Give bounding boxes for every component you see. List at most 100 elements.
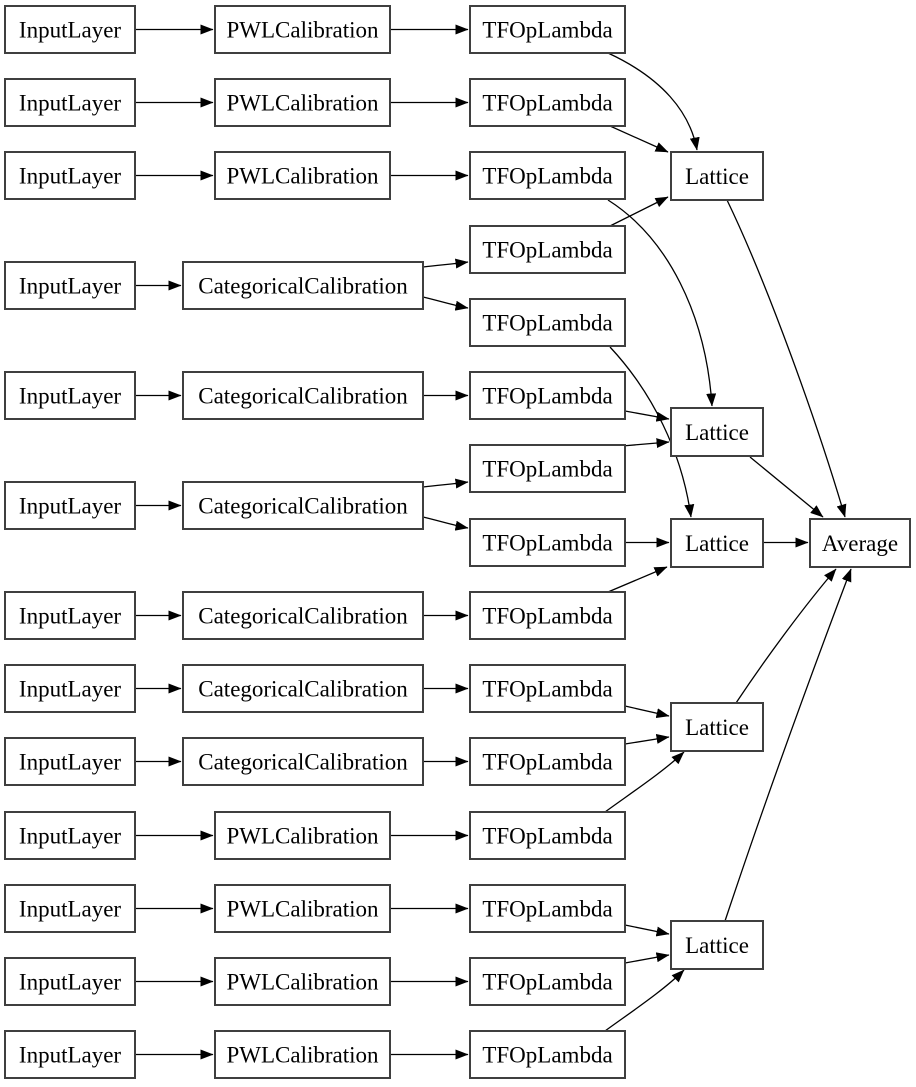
node-cat-5-label: CategoricalCalibration [198,677,408,702]
node-input-10-box [4,811,136,860]
node-tfop-5-box [469,298,626,347]
node-pwl-5: PWLCalibration [214,884,391,933]
node-input-13-box [4,1030,136,1079]
node-tfop-13-label: TFOpLambda [482,897,612,922]
node-tfop-6: TFOpLambda [469,371,626,420]
node-tfop-3-label: TFOpLambda [482,164,612,189]
node-input-2-label: InputLayer [19,91,122,116]
node-tfop-5-label: TFOpLambda [482,311,612,336]
node-tfop-10-label: TFOpLambda [482,677,612,702]
node-input-10: InputLayer [4,811,136,860]
node-average: Average [809,518,911,568]
node-input-6-label: InputLayer [19,494,122,519]
node-input-12-box [4,957,136,1006]
node-pwl-2: PWLCalibration [214,78,391,127]
node-input-4-box [4,261,136,310]
node-cat-2-box [182,371,424,420]
node-tfop-12: TFOpLambda [469,811,626,860]
node-input-2-box [4,78,136,127]
node-tfop-4-box [469,225,626,274]
node-tfop-5: TFOpLambda [469,298,626,347]
node-input-8: InputLayer [4,664,136,713]
node-pwl-5-box [214,884,391,933]
node-tfop-14: TFOpLambda [469,957,626,1006]
node-pwl-2-box [214,78,391,127]
node-tfop-8-box [469,518,626,567]
node-input-10-label: InputLayer [19,824,122,849]
node-input-5: InputLayer [4,371,136,420]
edge-tfop-14-to-lattice-5 [624,952,670,964]
node-tfop-2: TFOpLambda [469,78,626,127]
node-cat-5-box [182,664,424,713]
node-input-11-box [4,884,136,933]
node-pwl-1-label: PWLCalibration [226,18,379,43]
node-cat-4-label: CategoricalCalibration [198,604,408,629]
node-pwl-5-label: PWLCalibration [226,897,379,922]
node-tfop-13-box [469,884,626,933]
node-input-2: InputLayer [4,78,136,127]
node-tfop-1: TFOpLambda [469,5,626,54]
node-lattice-2-box [670,407,764,457]
node-lattice-1: Lattice [670,151,764,201]
node-average-box [809,518,911,568]
edge-lattice-2-to-average [749,456,824,518]
edge-lattice-4-to-average [735,568,837,704]
node-tfop-9-label: TFOpLambda [482,604,612,629]
node-tfop-9-box [469,591,626,640]
node-pwl-2-label: PWLCalibration [226,91,379,116]
node-input-1: InputLayer [4,5,136,54]
node-cat-6-label: CategoricalCalibration [198,750,408,775]
node-cat-2: CategoricalCalibration [182,371,424,420]
node-input-3-label: InputLayer [19,164,122,189]
edge-tfop-15-to-lattice-5 [604,969,685,1032]
node-input-1-box [4,5,136,54]
node-cat-3: CategoricalCalibration [182,481,424,530]
node-lattice-3: Lattice [670,518,764,568]
node-tfop-12-label: TFOpLambda [482,824,612,849]
node-input-12: InputLayer [4,957,136,1006]
node-pwl-4-box [214,811,391,860]
edge-tfop-12-to-lattice-4 [604,751,685,813]
node-input-3-box [4,151,136,200]
node-input-4: InputLayer [4,261,136,310]
node-tfop-1-label: TFOpLambda [482,18,612,43]
node-tfop-1-box [469,5,626,54]
node-cat-4-box [182,591,424,640]
node-input-5-label: InputLayer [19,384,122,409]
node-input-3: InputLayer [4,151,136,200]
node-pwl-6-label: PWLCalibration [226,970,379,995]
node-tfop-7-box [469,444,626,493]
node-tfop-15-box [469,1030,626,1079]
node-input-9-label: InputLayer [19,750,122,775]
node-lattice-5-label: Lattice [685,933,749,958]
node-tfop-15-label: TFOpLambda [482,1043,612,1068]
edge-cat-3-to-tfop-7 [422,478,469,489]
node-input-13: InputLayer [4,1030,136,1079]
node-lattice-3-box [670,518,764,568]
node-tfop-11-box [469,737,626,786]
node-pwl-4: PWLCalibration [214,811,391,860]
edge-tfop-10-to-lattice-4 [624,705,670,719]
node-lattice-4-box [670,702,764,752]
node-input-6-box [4,481,136,530]
edge-tfop-4-to-lattice-1 [609,196,669,227]
node-cat-3-box [182,481,424,530]
node-lattice-1-label: Lattice [685,164,749,189]
edge-tfop-6-to-lattice-2 [624,410,670,422]
node-pwl-7-label: PWLCalibration [226,1043,379,1068]
node-lattice-4: Lattice [670,702,764,752]
edge-lattice-1-to-average [726,199,847,518]
edge-cat-3-to-tfop-8 [422,516,469,531]
node-tfop-3-box [469,151,626,200]
node-input-11: InputLayer [4,884,136,933]
node-lattice-5-box [670,920,764,970]
node-lattice-2-label: Lattice [685,420,749,445]
edge-tfop-1-to-lattice-1 [607,52,700,151]
node-tfop-6-label: TFOpLambda [482,384,612,409]
node-cat-6: CategoricalCalibration [182,737,424,786]
node-pwl-1-box [214,5,391,54]
node-input-12-label: InputLayer [19,970,122,995]
node-tfop-9: TFOpLambda [469,591,626,640]
node-tfop-2-box [469,78,626,127]
node-tfop-10-box [469,664,626,713]
